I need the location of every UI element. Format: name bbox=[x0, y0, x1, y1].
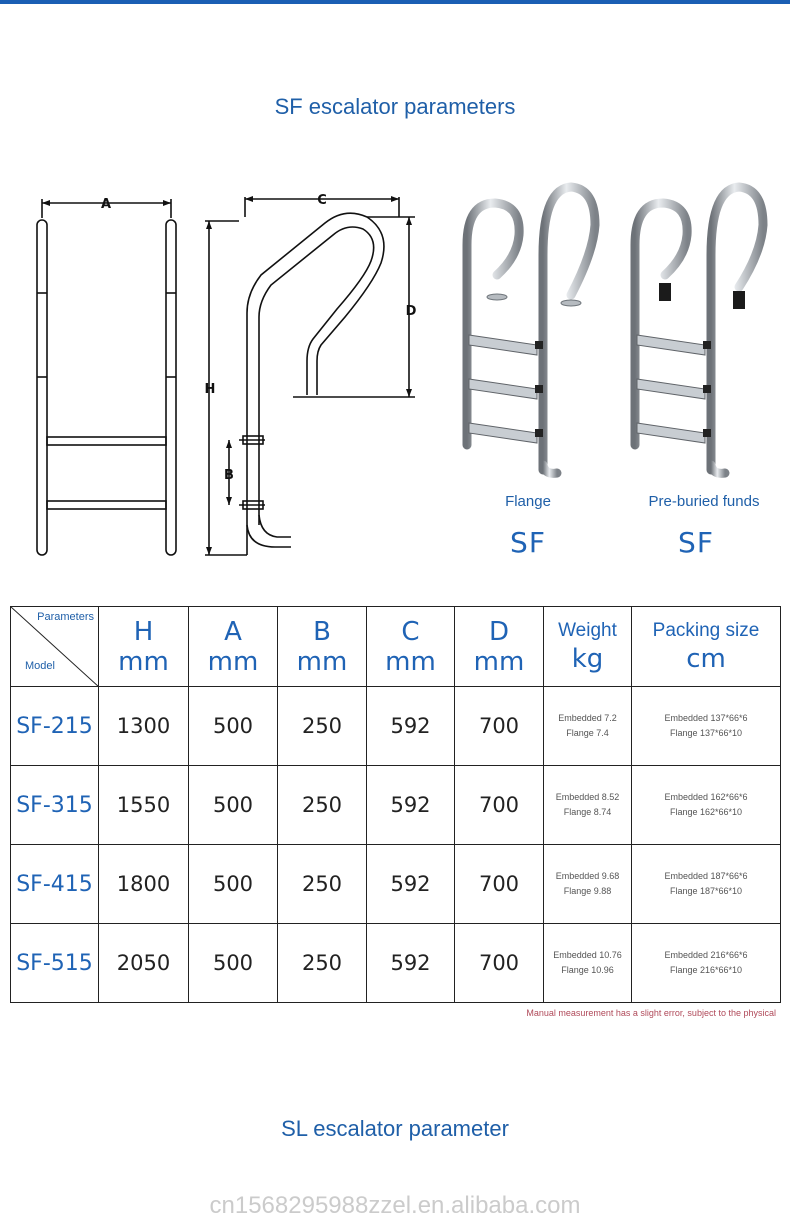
cell-b: 250 bbox=[277, 844, 367, 924]
cell-b: 250 bbox=[277, 765, 367, 845]
cell-h: 2050 bbox=[98, 923, 189, 1003]
cell-model: SF-515 bbox=[10, 923, 99, 1003]
front-view-drawing: A bbox=[36, 197, 177, 556]
dim-label-c: C bbox=[317, 193, 327, 208]
caption-flange: Flange bbox=[505, 493, 551, 510]
cell-model: SF-215 bbox=[10, 686, 99, 766]
cell-d: 700 bbox=[454, 844, 544, 924]
side-view-drawing: C D H B bbox=[205, 193, 417, 556]
measurement-note: Manual measurement has a slight error, s… bbox=[526, 1008, 776, 1018]
cell-h: 1550 bbox=[98, 765, 189, 845]
cell-a: 500 bbox=[188, 923, 278, 1003]
cell-a: 500 bbox=[188, 765, 278, 845]
watermark: cn1568295988zzel.en.alibaba.com bbox=[209, 1192, 581, 1219]
ladder-photo-flange bbox=[462, 182, 600, 478]
corner-header-cell: Parameters Model bbox=[10, 606, 99, 687]
cell-h: 1800 bbox=[98, 844, 189, 924]
dim-label-h: H bbox=[205, 382, 216, 397]
cell-h: 1300 bbox=[98, 686, 189, 766]
cell-model: SF-415 bbox=[10, 844, 99, 924]
table-row: SF-215 1300 500 250 592 700 Embedded 7.2… bbox=[10, 686, 781, 766]
cell-c: 592 bbox=[366, 765, 455, 845]
top-rule bbox=[0, 0, 790, 4]
dim-label-b: B bbox=[224, 468, 234, 483]
cell-a: 500 bbox=[188, 844, 278, 924]
cell-d: 700 bbox=[454, 686, 544, 766]
corner-label-model: Model bbox=[25, 660, 55, 672]
section-title-sf: SF escalator parameters bbox=[274, 94, 516, 119]
model-label-flange: SF bbox=[510, 526, 546, 559]
table-row: SF-315 1550 500 250 592 700 Embedded 8.5… bbox=[10, 765, 781, 845]
model-label-pre-buried: SF bbox=[678, 526, 714, 559]
dim-label-a: A bbox=[101, 197, 111, 212]
table-row: SF-415 1800 500 250 592 700 Embedded 9.6… bbox=[10, 844, 781, 924]
corner-diagonal bbox=[11, 607, 99, 687]
dim-label-d: D bbox=[406, 304, 417, 319]
cell-b: 250 bbox=[277, 686, 367, 766]
cell-model: SF-315 bbox=[10, 765, 99, 845]
table-row: SF-515 2050 500 250 592 700 Embedded 10.… bbox=[10, 923, 781, 1003]
cell-a: 500 bbox=[188, 686, 278, 766]
corner-label-parameters: Parameters bbox=[37, 611, 94, 623]
cell-c: 592 bbox=[366, 844, 455, 924]
cell-c: 592 bbox=[366, 923, 455, 1003]
ladder-photo-pre-buried bbox=[630, 182, 768, 478]
caption-pre-buried: Pre-buried funds bbox=[648, 493, 760, 510]
cell-b: 250 bbox=[277, 923, 367, 1003]
section-title-sl: SL escalator parameter bbox=[281, 1116, 509, 1141]
cell-d: 700 bbox=[454, 923, 544, 1003]
cell-c: 592 bbox=[366, 686, 455, 766]
cell-d: 700 bbox=[454, 765, 544, 845]
